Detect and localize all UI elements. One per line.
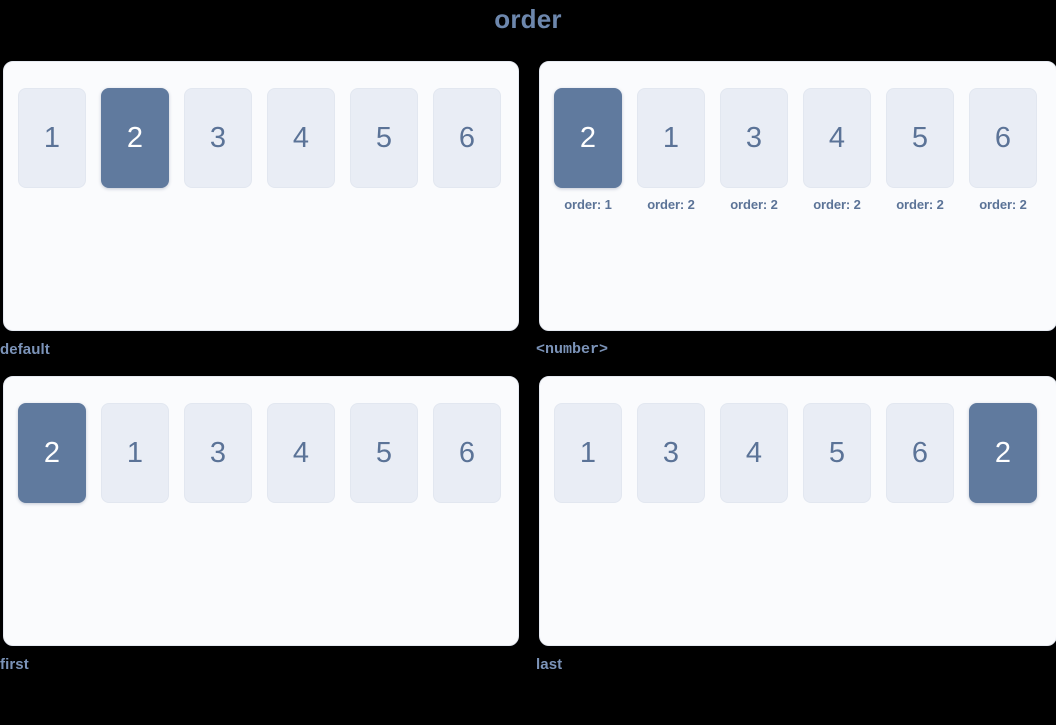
order-item-tile[interactable]: 2 xyxy=(969,403,1037,503)
order-item: 6 xyxy=(433,403,501,503)
order-item: 1 order: 2 xyxy=(637,88,705,212)
order-item: 6 xyxy=(886,403,954,503)
order-item-tile[interactable]: 1 xyxy=(101,403,169,503)
order-item: 4 xyxy=(267,88,335,188)
order-item-note: order: 2 xyxy=(730,197,778,212)
order-item: 2 xyxy=(18,403,86,503)
order-item-tile[interactable]: 2 xyxy=(554,88,622,188)
order-item: 6 xyxy=(433,88,501,188)
order-item-note: order: 2 xyxy=(813,197,861,212)
order-item: 1 xyxy=(554,403,622,503)
order-item-tile[interactable]: 3 xyxy=(184,403,252,503)
order-item-note: order: 2 xyxy=(896,197,944,212)
panel-number: 2 order: 1 1 order: 2 3 order: 2 4 order: 2 5 ord… xyxy=(539,61,1056,331)
order-item-tile[interactable]: 5 xyxy=(350,403,418,503)
order-item: 3 xyxy=(184,403,252,503)
order-item: 6 order: 2 xyxy=(969,88,1037,212)
panel-caption-default: default xyxy=(0,341,50,358)
order-item-tile[interactable]: 4 xyxy=(267,88,335,188)
order-item: 4 xyxy=(267,403,335,503)
order-item: 5 xyxy=(350,403,418,503)
row-spacer xyxy=(3,358,1056,376)
order-item-tile[interactable]: 4 xyxy=(267,403,335,503)
order-item-note: order: 2 xyxy=(979,197,1027,212)
panel-number-items: 2 order: 1 1 order: 2 3 order: 2 4 order: 2 5 ord… xyxy=(554,88,1056,212)
order-item: 2 xyxy=(101,88,169,188)
order-item: 5 xyxy=(803,403,871,503)
demo-cell-number: 2 order: 1 1 order: 2 3 order: 2 4 order: 2 5 ord… xyxy=(536,61,1056,358)
panel-caption-last: last xyxy=(536,656,563,673)
panel-caption-first: first xyxy=(0,656,29,673)
order-item-tile[interactable]: 2 xyxy=(101,88,169,188)
order-item-tile[interactable]: 5 xyxy=(886,88,954,188)
order-item-tile[interactable]: 3 xyxy=(720,88,788,188)
order-item: 1 xyxy=(18,88,86,188)
order-item: 2 order: 1 xyxy=(554,88,622,212)
order-item-tile[interactable]: 1 xyxy=(18,88,86,188)
order-item: 4 xyxy=(720,403,788,503)
panel-caption-number: <number> xyxy=(536,341,609,358)
order-item-tile[interactable]: 2 xyxy=(18,403,86,503)
order-item-tile[interactable]: 4 xyxy=(720,403,788,503)
order-item-tile[interactable]: 6 xyxy=(886,403,954,503)
order-item-note: order: 2 xyxy=(647,197,695,212)
order-item-tile[interactable]: 3 xyxy=(184,88,252,188)
order-item-tile[interactable]: 6 xyxy=(969,88,1037,188)
order-item-tile[interactable]: 3 xyxy=(637,403,705,503)
order-item-tile[interactable]: 6 xyxy=(433,88,501,188)
order-item-tile[interactable]: 6 xyxy=(433,403,501,503)
order-item: 5 xyxy=(350,88,418,188)
order-item-note: order: 1 xyxy=(564,197,612,212)
order-item-tile[interactable]: 5 xyxy=(350,88,418,188)
order-item: 4 order: 2 xyxy=(803,88,871,212)
order-item: 3 xyxy=(184,88,252,188)
order-item: 3 order: 2 xyxy=(720,88,788,212)
order-item-tile[interactable]: 1 xyxy=(637,88,705,188)
order-item: 3 xyxy=(637,403,705,503)
page-title: order xyxy=(494,4,562,34)
order-item-tile[interactable]: 4 xyxy=(803,88,871,188)
order-item: 2 xyxy=(969,403,1037,503)
order-item-tile[interactable]: 5 xyxy=(803,403,871,503)
order-item: 1 xyxy=(101,403,169,503)
order-item: 5 order: 2 xyxy=(886,88,954,212)
order-item-tile[interactable]: 1 xyxy=(554,403,622,503)
